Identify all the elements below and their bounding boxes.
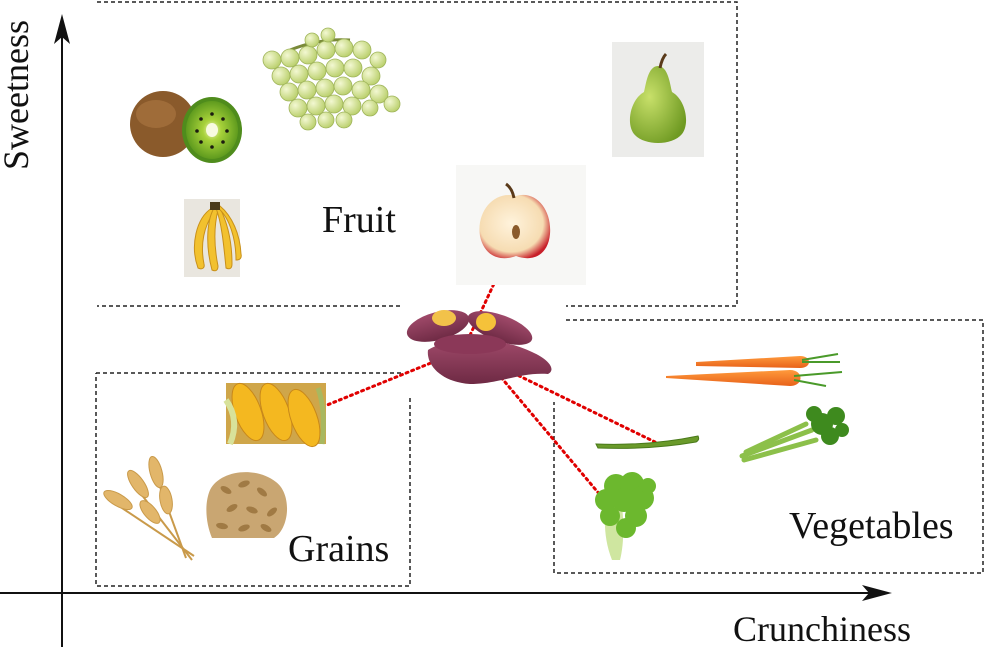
- grains-group-box: [95, 372, 411, 587]
- wheat-icon: [103, 455, 195, 561]
- fruit-group-box: [97, 1, 738, 307]
- green-bean-icon: [595, 435, 700, 449]
- y-axis: [54, 14, 70, 647]
- carrot-icon: [666, 353, 843, 387]
- apple-icon: [456, 165, 586, 285]
- kiwi-icon: [130, 91, 242, 163]
- vegetables-group-label: Vegetables: [789, 505, 954, 547]
- lettuce-icon: [595, 472, 656, 560]
- x-axis: [0, 585, 892, 601]
- grapes-icon: [262, 27, 401, 131]
- pear-icon: [612, 42, 704, 157]
- x-axis-arrow-icon: [862, 585, 892, 601]
- barley-icon: [206, 472, 288, 538]
- sweet-potato-icon: [406, 310, 552, 384]
- vegetables-group-box: [553, 319, 984, 574]
- grains-group-label: Grains: [288, 528, 390, 570]
- y-axis-label: Sweetness: [0, 20, 36, 170]
- fruit-group-label: Fruit: [322, 199, 396, 241]
- banana-icon: [184, 199, 242, 277]
- y-axis-arrow-icon: [54, 14, 70, 44]
- link-sweet-potato-corn: [298, 350, 460, 418]
- link-sweet-potato-green-bean: [468, 350, 657, 444]
- x-axis-label: Crunchiness: [733, 609, 911, 649]
- corn-icon: [223, 382, 326, 448]
- celery-icon: [739, 406, 849, 463]
